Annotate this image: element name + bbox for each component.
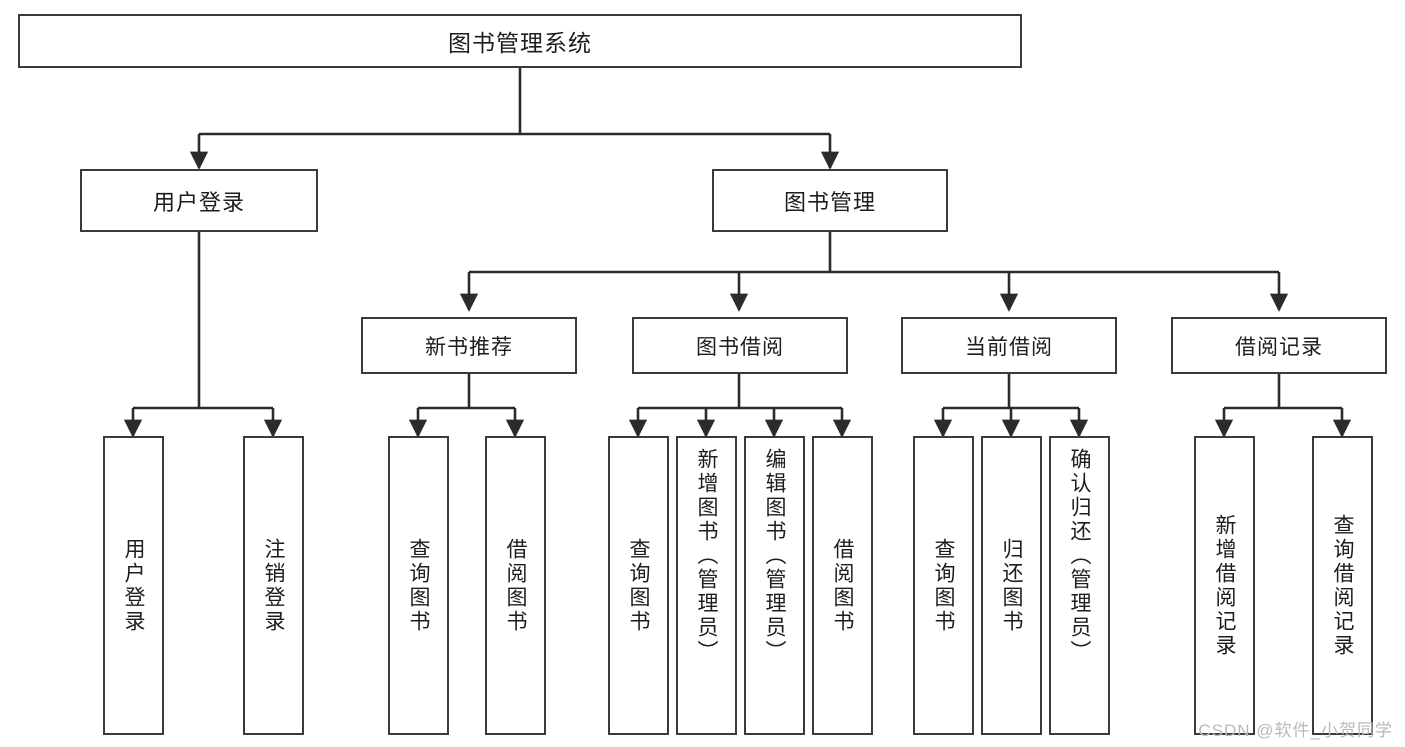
node-root-label: 图书管理系统 xyxy=(448,30,592,56)
leaf-nb-query-book[interactable]: 查询图书 xyxy=(388,436,449,735)
node-borrow-record-label: 借阅记录 xyxy=(1235,335,1323,359)
leaf-br-query-record[interactable]: 查询借阅记录 xyxy=(1312,436,1373,735)
node-user-login[interactable]: 用户登录 xyxy=(80,169,318,232)
node-current-borrow[interactable]: 当前借阅 xyxy=(901,317,1117,374)
node-new-book-recommend[interactable]: 新书推荐 xyxy=(361,317,577,374)
leaf-br-query-record-label: 查询借阅记录 xyxy=(1331,513,1354,658)
leaf-cb-confirm-return[interactable]: 确认归还（管理员） xyxy=(1049,436,1110,735)
leaf-nb-query-book-label: 查询图书 xyxy=(407,537,430,634)
node-current-borrow-label: 当前借阅 xyxy=(965,335,1053,359)
leaf-cb-query-book-label: 查询图书 xyxy=(932,537,955,634)
node-new-book-recommend-label: 新书推荐 xyxy=(425,335,513,359)
leaf-nb-borrow-book-label: 借阅图书 xyxy=(504,537,527,634)
node-user-login-label: 用户登录 xyxy=(152,189,245,215)
node-root[interactable]: 图书管理系统 xyxy=(18,14,1022,68)
leaf-nb-borrow-book[interactable]: 借阅图书 xyxy=(485,436,546,735)
node-book-manage-label: 图书管理 xyxy=(783,189,876,215)
leaf-logout[interactable]: 注销登录 xyxy=(243,436,304,735)
leaf-bb-query-book-label: 查询图书 xyxy=(627,537,650,634)
leaf-bb-edit-book-label: 编辑图书（管理员） xyxy=(763,448,786,664)
leaf-br-add-record[interactable]: 新增借阅记录 xyxy=(1194,436,1255,735)
node-book-manage[interactable]: 图书管理 xyxy=(712,169,948,232)
leaf-bb-edit-book[interactable]: 编辑图书（管理员） xyxy=(744,436,805,735)
node-book-borrow[interactable]: 图书借阅 xyxy=(632,317,848,374)
leaf-cb-confirm-return-label: 确认归还（管理员） xyxy=(1068,448,1091,664)
leaf-cb-query-book[interactable]: 查询图书 xyxy=(913,436,974,735)
leaf-br-add-record-label: 新增借阅记录 xyxy=(1213,513,1236,658)
leaf-bb-borrow-book-label: 借阅图书 xyxy=(831,537,854,634)
leaf-bb-add-book[interactable]: 新增图书（管理员） xyxy=(676,436,737,735)
leaf-cb-return-book-label: 归还图书 xyxy=(1000,537,1023,634)
leaf-logout-label: 注销登录 xyxy=(262,537,285,634)
watermark: CSDN @软件_小贺同学 xyxy=(1198,721,1393,740)
node-book-borrow-label: 图书借阅 xyxy=(696,335,784,359)
leaf-bb-borrow-book[interactable]: 借阅图书 xyxy=(812,436,873,735)
node-borrow-record[interactable]: 借阅记录 xyxy=(1171,317,1387,374)
leaf-user-login[interactable]: 用户登录 xyxy=(103,436,164,735)
leaf-user-login-label: 用户登录 xyxy=(122,537,145,634)
leaf-bb-add-book-label: 新增图书（管理员） xyxy=(695,448,718,664)
leaf-cb-return-book[interactable]: 归还图书 xyxy=(981,436,1042,735)
leaf-bb-query-book[interactable]: 查询图书 xyxy=(608,436,669,735)
